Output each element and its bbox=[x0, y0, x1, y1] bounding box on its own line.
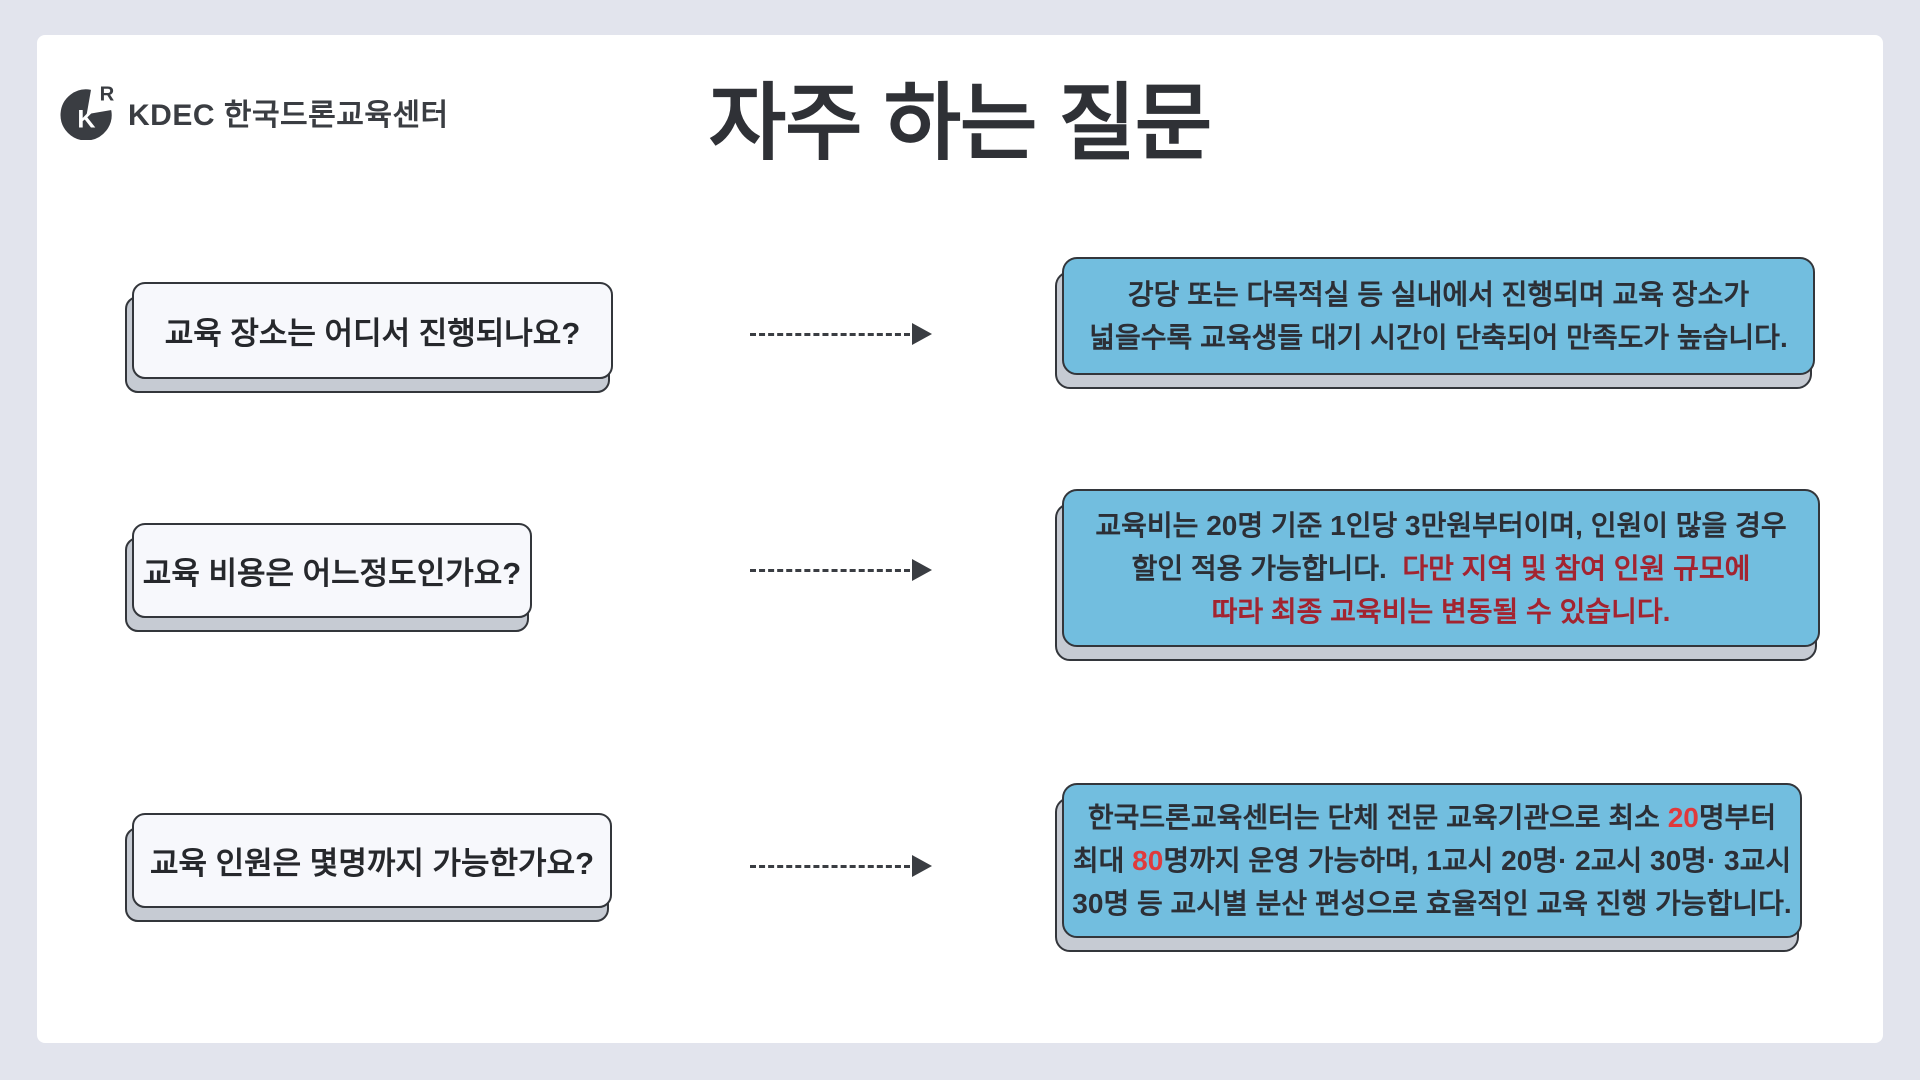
dashed-arrow-icon-3 bbox=[750, 854, 932, 878]
answer-line: 최대 80명까지 운영 가능하며, 1교시 20명· 2교시 30명· 3교시 bbox=[1072, 845, 1792, 876]
arrow-dash-line bbox=[750, 864, 910, 868]
answer-line: 강당 또는 다목적실 등 실내에서 진행되며 교육 장소가 bbox=[1127, 279, 1750, 310]
arrow-dash-line bbox=[750, 568, 910, 572]
brand-logo: K R KDEC 한국드론교육센터 bbox=[60, 84, 449, 140]
answer-line: 30명 등 교시별 분산 편성으로 효율적인 교육 진행 가능합니다. bbox=[1072, 888, 1792, 919]
answer-line: 따라 최종 교육비는 변동될 수 있습니다. bbox=[1211, 595, 1671, 627]
question-3-text: 교육 인원은 몇명까지 가능한가요? bbox=[149, 846, 595, 881]
question-1-text: 교육 장소는 어디서 진행되나요? bbox=[164, 316, 581, 351]
dashed-arrow-icon-2 bbox=[750, 558, 932, 582]
question-2-text: 교육 비용은 어느정도인가요? bbox=[142, 556, 522, 591]
svg-text:R: R bbox=[100, 84, 115, 105]
arrow-head bbox=[912, 559, 932, 581]
question-box-2-face: 교육 비용은 어느정도인가요? bbox=[132, 523, 532, 618]
question-box-1-face: 교육 장소는 어디서 진행되나요? bbox=[132, 282, 613, 379]
answer-line: 넓을수록 교육생들 대기 시간이 단축되어 만족도가 높습니다. bbox=[1089, 322, 1788, 353]
answer-line: 교육비는 20명 기준 1인당 3만원부터이며, 인원이 많을 경우 bbox=[1095, 509, 1787, 541]
svg-text:K: K bbox=[77, 105, 95, 133]
arrow-dash-line bbox=[750, 332, 910, 336]
kdec-logo-icon: K R bbox=[60, 84, 115, 140]
page-title: 자주 하는 질문 bbox=[708, 76, 1212, 170]
question-box-2: 교육 비용은 어느정도인가요? bbox=[125, 523, 532, 632]
question-box-1: 교육 장소는 어디서 진행되나요? bbox=[125, 282, 613, 393]
arrow-head bbox=[912, 855, 932, 877]
answer-line: 할인 적용 가능합니다. 다만 지역 및 참여 인원 규모에 bbox=[1131, 552, 1751, 584]
answer-line: 한국드론교육센터는 단체 전문 교육기관으로 최소 20명부터 bbox=[1087, 802, 1777, 833]
question-box-3: 교육 인원은 몇명까지 가능한가요? bbox=[125, 813, 612, 922]
question-box-3-face: 교육 인원은 몇명까지 가능한가요? bbox=[132, 813, 612, 908]
brand-name: KDEC 한국드론교육센터 bbox=[128, 99, 449, 132]
arrow-head bbox=[912, 323, 932, 345]
dashed-arrow-icon-1 bbox=[750, 322, 932, 346]
